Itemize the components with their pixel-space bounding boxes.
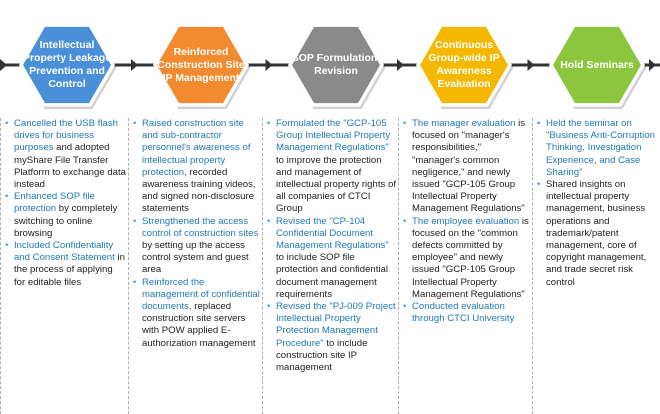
stage-column: Held the seminar on "Business Anti-Corru… (532, 118, 660, 414)
bullet-list: The manager evaluation is focused on "ma… (403, 118, 530, 325)
body-text: by setting up the access control system … (142, 240, 249, 276)
body-text: to improve the protection and management… (276, 154, 396, 215)
flow-arrow-icon (649, 59, 656, 71)
bullet-list: Cancelled the USB flash drives for busin… (5, 118, 126, 289)
bullet-list: Raised construction site and sub-contrac… (133, 118, 260, 350)
highlighted-text: Cancelled the USB flash drives for busin… (14, 118, 118, 154)
stage-hexagon (416, 23, 514, 110)
highlighted-text: Conducted evaluation through CTCI Univer… (412, 301, 515, 325)
highlighted-text: Held the seminar on "Business Anti-Corru… (546, 118, 655, 178)
highlighted-text: Formulated the "GCP-105 Group Intellectu… (276, 118, 391, 154)
stage-column: Cancelled the USB flash drives for busin… (0, 118, 126, 414)
list-item: Shared insights on intellectual property… (537, 179, 660, 289)
body-text: and adopted myShare File Transfer Platfo… (14, 142, 126, 191)
list-item: Enhanced SOP file protection by complete… (5, 191, 126, 240)
list-item: Included Confidentiality and Consent Sta… (5, 240, 126, 289)
list-item: Raised construction site and sub-contrac… (133, 118, 260, 216)
list-item: Conducted evaluation through CTCI Univer… (403, 301, 530, 325)
list-item: Revised the "CP-104 Confidential Documen… (267, 215, 396, 301)
flow-arrow-icon (131, 59, 138, 71)
list-item: Strengthened the access control of const… (133, 215, 260, 277)
body-text: to include SOP file protection and confi… (276, 252, 389, 300)
highlighted-text: The employee evaluation (412, 215, 520, 227)
body-text: is focused on "manager's responsibilitie… (412, 118, 526, 215)
list-item: Held the seminar on "Business Anti-Corru… (537, 118, 660, 179)
stage-hexagon (288, 23, 386, 110)
stage-column: Raised construction site and sub-contrac… (128, 118, 260, 414)
stage-title: Continuous Group-wide IP Awareness Evalu… (428, 39, 500, 90)
stage-title: Intellectual Property Leakage Prevention… (22, 39, 112, 90)
bullet-list: Formulated the "GCP-105 Group Intellectu… (267, 118, 396, 374)
highlighted-text: Revised the "PJ-009 Project Intellectual… (276, 301, 396, 349)
stage-title: Reinforced Construction Site IP Manageme… (157, 45, 245, 84)
body-text: replaced construction site servers with … (142, 301, 256, 349)
highlighted-text: Revised the "CP-104 Confidential Documen… (276, 215, 389, 252)
bullet-list: Held the seminar on "Business Anti-Corru… (537, 118, 660, 289)
body-text: by completely switching to online browsi… (14, 203, 118, 239)
highlighted-text: Raised construction site and sub-contrac… (142, 118, 251, 178)
highlighted-text: The manager evaluation (412, 118, 516, 129)
list-item: The employee evaluation is focused on th… (403, 215, 530, 301)
stage-hexagon (153, 23, 251, 110)
list-item: Formulated the "GCP-105 Group Intellectu… (267, 118, 396, 216)
flow-arrow-icon (527, 59, 535, 71)
flow-graphic (0, 23, 660, 110)
highlighted-text: Reinforced the management of confidentia… (142, 276, 260, 313)
stage-column: The manager evaluation is focused on "ma… (398, 118, 530, 414)
flow-arrow-icon (265, 59, 273, 71)
highlighted-text: Included Confidentiality and Consent Sta… (14, 240, 115, 264)
stage-hexagon (549, 23, 647, 110)
body-text: recorded awareness training videos, and … (142, 166, 256, 215)
stage-title: Hold Seminars (560, 58, 634, 71)
body-text: Shared insights on intellectual property… (546, 179, 647, 288)
list-item: Revised the "PJ-009 Project Intellectual… (267, 301, 396, 374)
list-item: The manager evaluation is focused on "ma… (403, 118, 530, 216)
body-text: in the process of applying for editable … (14, 252, 125, 288)
timeline-start-arrow-icon (0, 59, 7, 71)
list-item: Cancelled the USB flash drives for busin… (5, 118, 126, 191)
stage-column: Formulated the "GCP-105 Group Intellectu… (262, 118, 396, 414)
stage-hexagon (19, 23, 117, 110)
body-text: to include construction site IP manageme… (276, 337, 368, 374)
list-item: Reinforced the management of confidentia… (133, 276, 260, 350)
body-text: is focused on the "common defects commit… (412, 215, 529, 300)
flow-arrow-icon (397, 59, 404, 71)
stage-title: SOP Formulation/ Revision (291, 52, 381, 77)
highlighted-text: Strengthened the access control of const… (142, 215, 259, 239)
highlighted-text: Enhanced SOP file protection (14, 191, 95, 215)
